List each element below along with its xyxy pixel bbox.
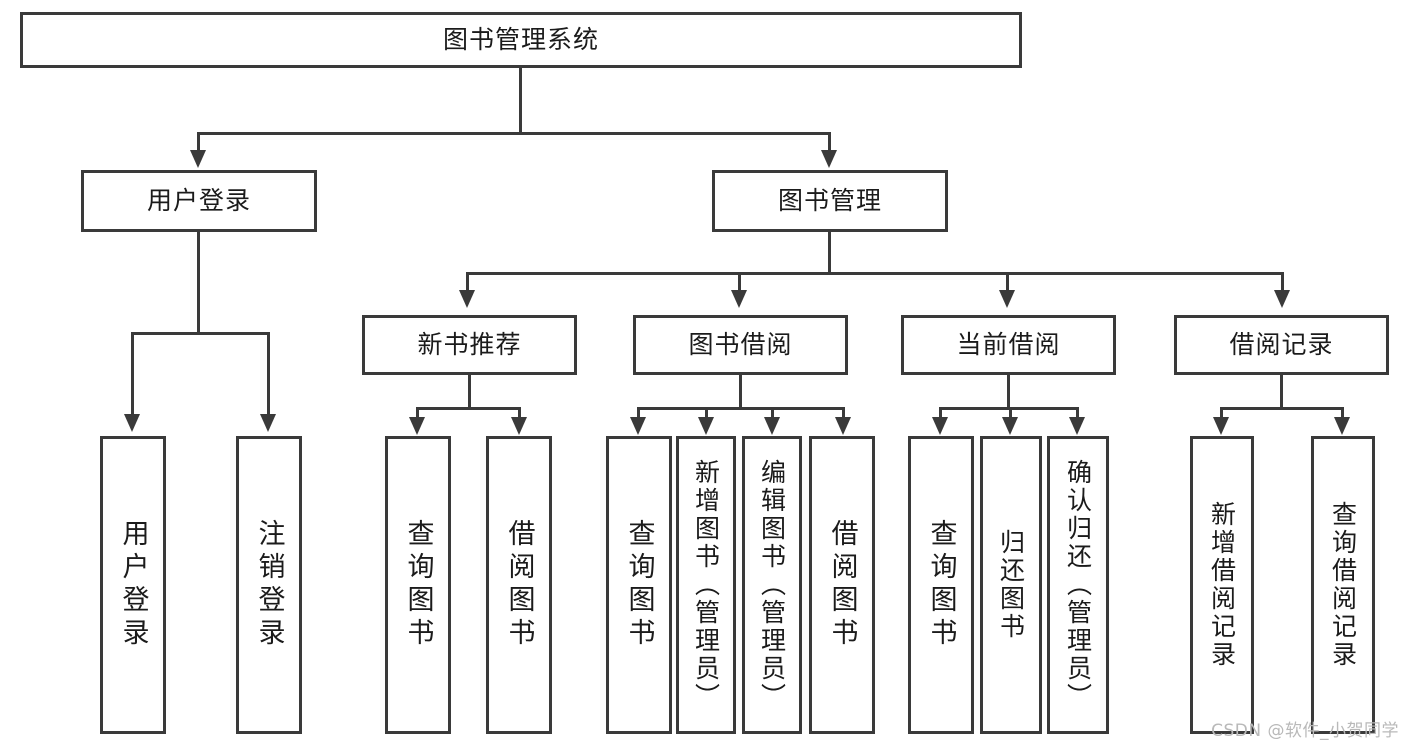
connector-current-bar	[939, 407, 1078, 410]
node-leaf-borrow-book-1[interactable]: 借阅图书	[486, 436, 552, 734]
node-leaf-return-book-label: 归还图书	[996, 529, 1026, 641]
node-leaf-query-book-1-label: 查询图书	[402, 519, 434, 651]
connector-user-login-to-leaf2	[267, 332, 270, 418]
arrow-borrow-to-leaf4	[835, 417, 851, 435]
connector-book-manage-to-record	[1281, 272, 1284, 294]
connector-root-bar	[197, 132, 831, 135]
connector-book-manage-to-current	[1006, 272, 1009, 294]
connector-user-login-stem	[197, 232, 200, 334]
node-leaf-confirm-return[interactable]: 确认归还（管理员）	[1047, 436, 1109, 734]
node-leaf-query-book-2-label: 查询图书	[623, 519, 655, 651]
node-leaf-query-book-3[interactable]: 查询图书	[908, 436, 974, 734]
node-new-book-recommend-label: 新书推荐	[417, 330, 522, 360]
arrow-borrow-to-leaf2	[698, 417, 714, 435]
node-leaf-borrow-book-2-label: 借阅图书	[826, 519, 858, 651]
connector-user-login-to-leaf1	[131, 332, 134, 418]
node-leaf-logout-login[interactable]: 注销登录	[236, 436, 302, 734]
connector-borrow-bar	[637, 407, 845, 410]
connector-root-stem	[519, 68, 522, 134]
node-root[interactable]: 图书管理系统	[20, 12, 1022, 68]
arrow-root-to-book-manage	[821, 150, 837, 168]
node-current-borrow[interactable]: 当前借阅	[901, 315, 1116, 375]
node-leaf-user-login-label: 用户登录	[117, 519, 149, 651]
node-leaf-add-record-label: 新增借阅记录	[1207, 501, 1237, 669]
connector-current-to-leaf3	[1076, 407, 1079, 420]
connector-record-stem	[1280, 375, 1283, 409]
node-user-login[interactable]: 用户登录	[81, 170, 317, 232]
connector-borrow-to-leaf1	[637, 407, 640, 420]
connector-book-manage-to-recommend	[466, 272, 469, 294]
node-leaf-query-record-label: 查询借阅记录	[1328, 501, 1358, 669]
node-book-manage-label: 图书管理	[777, 186, 882, 216]
arrow-borrow-to-leaf1	[630, 417, 646, 435]
node-user-login-label: 用户登录	[146, 186, 251, 216]
connector-book-manage-to-borrow	[738, 272, 741, 294]
connector-user-login-bar	[131, 332, 267, 335]
arrow-borrow-to-leaf3	[764, 417, 780, 435]
node-leaf-add-book-label: 新增图书（管理员）	[691, 459, 721, 711]
node-root-label: 图书管理系统	[442, 25, 599, 55]
connector-root-to-book-manage	[828, 132, 831, 156]
node-leaf-borrow-book-1-label: 借阅图书	[503, 519, 535, 651]
connector-recommend-to-leaf2	[518, 407, 521, 420]
node-new-book-recommend[interactable]: 新书推荐	[362, 315, 577, 375]
connector-borrow-to-leaf4	[842, 407, 845, 420]
connector-recommend-stem	[468, 375, 471, 409]
arrow-book-manage-to-borrow	[731, 290, 747, 308]
arrow-current-to-leaf2	[1002, 417, 1018, 435]
connector-book-manage-bar	[466, 272, 1284, 275]
node-leaf-query-book-2[interactable]: 查询图书	[606, 436, 672, 734]
arrow-record-to-leaf1	[1213, 417, 1229, 435]
arrow-book-manage-to-record	[1274, 290, 1290, 308]
node-leaf-return-book[interactable]: 归还图书	[980, 436, 1042, 734]
connector-recommend-bar	[416, 407, 521, 410]
arrow-book-manage-to-recommend	[459, 290, 475, 308]
node-leaf-query-book-3-label: 查询图书	[925, 519, 957, 651]
connector-record-to-leaf1	[1220, 407, 1223, 420]
node-book-borrow-label: 图书借阅	[688, 330, 793, 360]
node-leaf-edit-book[interactable]: 编辑图书（管理员）	[742, 436, 802, 734]
node-leaf-query-book-1[interactable]: 查询图书	[385, 436, 451, 734]
node-borrow-record-label: 借阅记录	[1229, 330, 1334, 360]
arrow-book-manage-to-current	[999, 290, 1015, 308]
connector-borrow-stem	[739, 375, 742, 409]
arrow-user-login-to-leaf1	[124, 414, 140, 432]
node-leaf-borrow-book-2[interactable]: 借阅图书	[809, 436, 875, 734]
connector-current-stem	[1007, 375, 1010, 409]
connector-borrow-to-leaf2	[705, 407, 708, 420]
node-leaf-query-record[interactable]: 查询借阅记录	[1311, 436, 1375, 734]
arrow-current-to-leaf3	[1069, 417, 1085, 435]
connector-book-manage-stem	[828, 232, 831, 274]
node-current-borrow-label: 当前借阅	[956, 330, 1061, 360]
connector-borrow-to-leaf3	[771, 407, 774, 420]
connector-current-to-leaf2	[1009, 407, 1012, 420]
connector-root-to-user-login	[197, 132, 200, 156]
arrow-recommend-to-leaf1	[409, 417, 425, 435]
arrow-user-login-to-leaf2	[260, 414, 276, 432]
connector-record-to-leaf2	[1341, 407, 1344, 420]
node-leaf-add-record[interactable]: 新增借阅记录	[1190, 436, 1254, 734]
arrow-record-to-leaf2	[1334, 417, 1350, 435]
arrow-recommend-to-leaf2	[511, 417, 527, 435]
connector-recommend-to-leaf1	[416, 407, 419, 420]
node-leaf-add-book[interactable]: 新增图书（管理员）	[676, 436, 736, 734]
node-borrow-record[interactable]: 借阅记录	[1174, 315, 1389, 375]
node-book-borrow[interactable]: 图书借阅	[633, 315, 848, 375]
node-leaf-confirm-return-label: 确认归还（管理员）	[1063, 459, 1093, 711]
node-book-manage[interactable]: 图书管理	[712, 170, 948, 232]
node-leaf-edit-book-label: 编辑图书（管理员）	[757, 459, 787, 711]
connector-current-to-leaf1	[939, 407, 942, 420]
arrow-current-to-leaf1	[932, 417, 948, 435]
node-leaf-user-login[interactable]: 用户登录	[100, 436, 166, 734]
connector-record-bar	[1220, 407, 1344, 410]
arrow-root-to-user-login	[190, 150, 206, 168]
node-leaf-logout-login-label: 注销登录	[253, 519, 285, 651]
